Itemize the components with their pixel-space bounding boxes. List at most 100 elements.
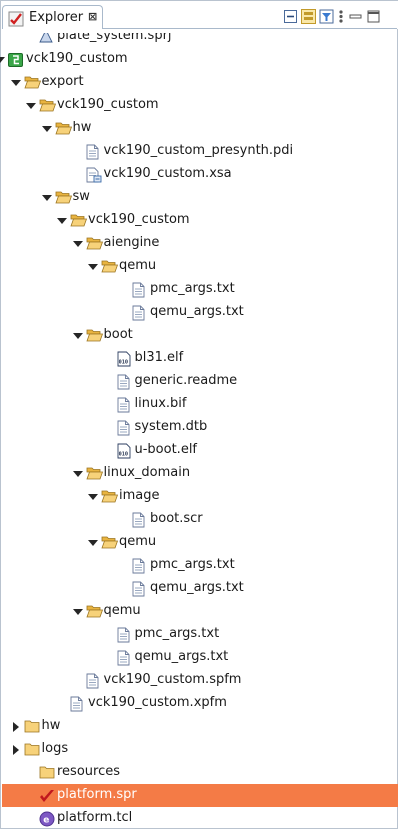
tree-item-vck190-custom[interactable]: vck190_custom <box>0 48 398 71</box>
folder-open-icon <box>85 466 103 480</box>
expand-arrow-icon[interactable] <box>87 537 99 549</box>
close-icon[interactable]: ⊠ <box>88 10 98 23</box>
tree-item-label: vck190_custom.spfm <box>103 672 242 687</box>
tree-item-label: vck190_custom <box>88 212 190 227</box>
tree-item-qemu[interactable]: qemu <box>2 255 398 278</box>
tree-item-resources[interactable]: resources <box>2 761 398 784</box>
collapsed-arrow-icon[interactable] <box>10 721 22 733</box>
folder-open-icon <box>39 98 56 112</box>
tab-divider <box>103 28 397 29</box>
tree-item-hw[interactable]: hw <box>2 117 398 140</box>
tree-item-label: generic.readme <box>134 373 238 388</box>
expand-arrow-icon[interactable] <box>72 606 84 618</box>
tree-item-boot-scr[interactable]: boot.scr <box>2 508 398 531</box>
tree-item-label: image <box>119 488 160 503</box>
folder-icon <box>24 742 41 756</box>
svg-text:010: 010 <box>118 452 127 458</box>
tree-item-label: qemu_args.txt <box>150 580 244 595</box>
tree-item-platform-spr[interactable]: platform.spr <box>2 784 398 807</box>
tree-item-vck190-custom-xpfm[interactable]: vck190_custom.xpfm <box>2 692 398 715</box>
tree-item-vck190-custom[interactable]: vck190_custom <box>2 94 398 117</box>
tree-item-qemu[interactable]: qemu <box>2 600 398 623</box>
expand-arrow-icon[interactable] <box>41 123 53 135</box>
tree-item-qemu-args-txt[interactable]: qemu_args.txt <box>2 301 398 324</box>
file-icon <box>117 397 130 413</box>
tree-item-label: system.dtb <box>134 419 208 434</box>
tree-item-label: linux_domain <box>103 465 191 480</box>
file-icon <box>86 144 99 160</box>
tree-item-system-dtb[interactable]: system.dtb <box>2 416 398 439</box>
link-with-editor-icon[interactable] <box>301 9 316 24</box>
folder-open-icon <box>85 328 103 342</box>
tree-item-vck190-custom-spfm[interactable]: vck190_custom.spfm <box>2 669 398 692</box>
folder-open-icon <box>101 535 118 549</box>
file-icon <box>117 420 130 436</box>
tree-item-vck190-custom[interactable]: vck190_custom <box>2 209 398 232</box>
tree-item-pmc-args-txt[interactable]: pmc_args.txt <box>2 278 398 301</box>
tree-item-sw[interactable]: sw <box>2 186 398 209</box>
expand-arrow-icon[interactable] <box>25 100 37 112</box>
tree-item-generic-readme[interactable]: generic.readme <box>2 370 398 393</box>
collapse-all-icon[interactable] <box>283 9 298 24</box>
expand-arrow-icon[interactable] <box>87 261 99 273</box>
expand-arrow-icon[interactable] <box>72 238 84 250</box>
system-project-icon <box>39 33 53 43</box>
tree-item-label: pmc_args.txt <box>150 557 235 572</box>
tree-item-label: pmc_args.txt <box>134 626 220 641</box>
folder-open-icon <box>54 190 72 204</box>
file-icon <box>86 673 99 689</box>
tree-item-boot[interactable]: boot <box>2 324 398 347</box>
file-icon <box>132 282 145 298</box>
tree-item-label: hw <box>41 718 61 733</box>
expand-arrow-icon[interactable] <box>10 77 22 89</box>
expand-arrow-icon[interactable] <box>41 192 53 204</box>
tree-item-label: qemu_args.txt <box>150 304 244 319</box>
view-toolbar <box>283 9 384 25</box>
tree-item-label: platform.tcl <box>57 810 133 825</box>
expand-arrow-icon[interactable] <box>0 54 6 66</box>
tab-explorer[interactable]: Explorer ⊠ <box>2 5 103 29</box>
tree-item-qemu[interactable]: qemu <box>2 531 398 554</box>
tree-item-export[interactable]: export <box>2 71 398 94</box>
tree-item-linux-bif[interactable]: linux.bif <box>2 393 398 416</box>
expand-arrow-icon[interactable] <box>72 330 84 342</box>
tree-item-qemu-args-txt[interactable]: qemu_args.txt <box>2 646 398 669</box>
view-tab-bar: Explorer ⊠ <box>1 1 399 29</box>
file-icon <box>70 696 83 712</box>
file-icon <box>132 305 145 321</box>
expand-arrow-icon[interactable] <box>72 468 84 480</box>
tree-item-pmc-args-txt[interactable]: pmc_args.txt <box>2 623 398 646</box>
tree-item-image[interactable]: image <box>2 485 398 508</box>
tree-item-label: vck190_custom <box>26 51 128 66</box>
tree-item-label: vck190_custom_presynth.pdi <box>103 143 294 158</box>
tree-item-hw[interactable]: hw <box>2 715 398 738</box>
tree-item-aiengine[interactable]: aiengine <box>2 232 398 255</box>
tree-item-plate-system-sprj[interactable]: plate_system.sprj <box>2 33 398 48</box>
project-icon <box>8 52 24 68</box>
tree-item-label: export <box>41 74 84 89</box>
tree-item-linux-domain[interactable]: linux_domain <box>2 462 398 485</box>
platform-file-icon <box>39 788 55 804</box>
tree-item-label: aiengine <box>103 235 160 250</box>
tree-item-label: qemu <box>119 534 157 549</box>
folder-open-icon <box>101 259 118 273</box>
file-icon <box>132 581 145 597</box>
tree-item-vck190-custom-xsa[interactable]: vck190_custom.xsa <box>2 163 398 186</box>
expand-arrow-icon[interactable] <box>56 215 68 227</box>
tree-item-label: vck190_custom.xpfm <box>88 695 227 710</box>
tree-item-vck190-custom-presynth-pdi[interactable]: vck190_custom_presynth.pdi <box>2 140 398 163</box>
maximize-icon[interactable] <box>366 9 381 24</box>
tree-item-label: vck190_custom <box>57 97 159 112</box>
tree-item-qemu-args-txt[interactable]: qemu_args.txt <box>2 577 398 600</box>
expand-arrow-icon[interactable] <box>87 491 99 503</box>
tree-item-pmc-args-txt[interactable]: pmc_args.txt <box>2 554 398 577</box>
minimize-icon[interactable] <box>348 9 363 24</box>
filter-icon[interactable] <box>319 9 334 24</box>
explorer-icon <box>8 11 24 31</box>
collapsed-arrow-icon[interactable] <box>10 744 22 756</box>
tree-item-logs[interactable]: logs <box>2 738 398 761</box>
view-menu-icon[interactable] <box>337 9 345 24</box>
